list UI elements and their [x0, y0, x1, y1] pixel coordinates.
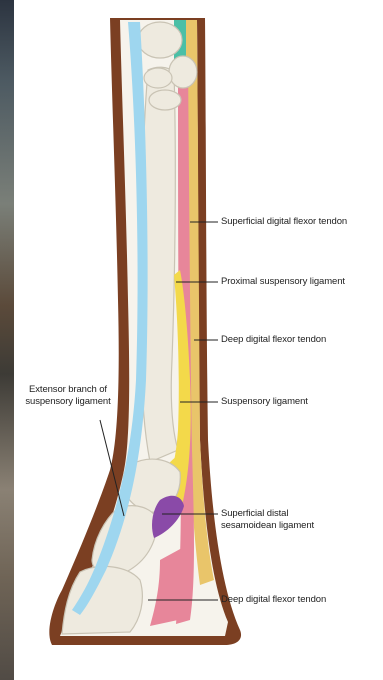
label-deep-digital-flexor-tendon-lower: Deep digital flexor tendon	[221, 594, 326, 606]
label-superficial-distal-line1: Superficial distal	[221, 508, 314, 520]
label-suspensory-ligament: Suspensory ligament	[221, 396, 308, 408]
label-extensor-branch: Extensor branch of suspensory ligament	[18, 384, 118, 408]
label-superficial-digital-flexor-tendon: Superficial digital flexor tendon	[221, 216, 347, 228]
label-deep-digital-flexor-tendon-upper: Deep digital flexor tendon	[221, 334, 326, 346]
label-superficial-distal-line2: sesamoidean ligament	[221, 520, 314, 532]
label-superficial-distal-sesamoidean-ligament: Superficial distal sesamoidean ligament	[221, 508, 314, 532]
label-proximal-suspensory-ligament: Proximal suspensory ligament	[221, 276, 345, 288]
label-extensor-branch-line1: Extensor branch of	[18, 384, 118, 396]
label-extensor-branch-line2: suspensory ligament	[18, 396, 118, 408]
